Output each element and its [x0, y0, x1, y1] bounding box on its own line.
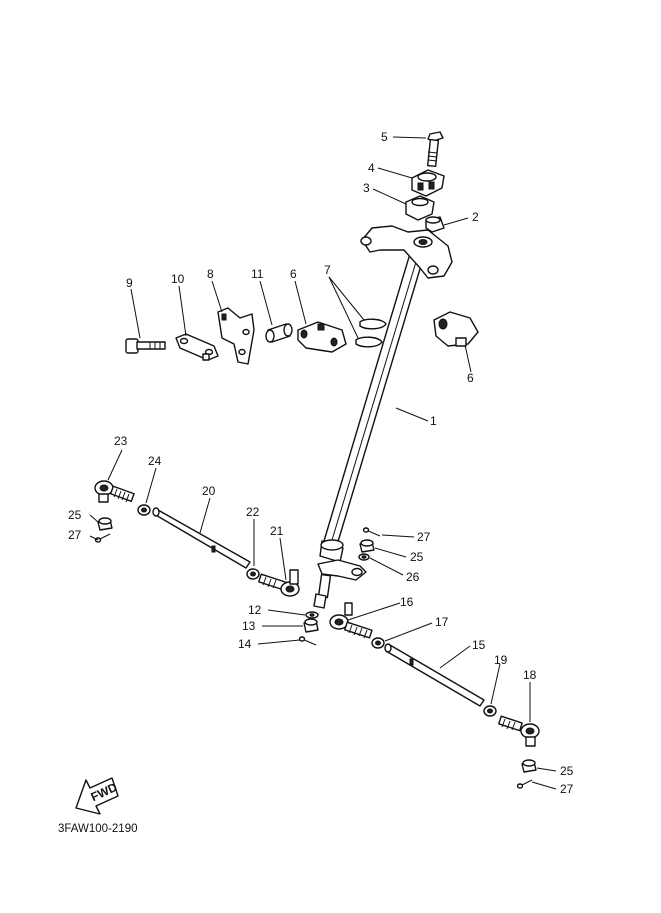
fwd-arrow-icon: FWD	[75, 777, 120, 815]
callout-13: 13	[242, 619, 256, 633]
bolt-5	[426, 131, 444, 168]
lock-plate-10	[175, 333, 219, 361]
callout-6-left: 6	[290, 267, 297, 281]
callout-25-left: 25	[68, 508, 82, 522]
callout-19: 19	[494, 653, 508, 667]
nut-22	[246, 568, 260, 580]
callout-15: 15	[472, 638, 486, 652]
callout-25-center: 25	[410, 550, 424, 564]
callout-27-center: 27	[417, 530, 431, 544]
tie-rod-20	[152, 507, 251, 569]
callout-21: 21	[270, 524, 284, 538]
nut-12	[305, 611, 319, 619]
cotter-pin-27-right	[516, 779, 533, 789]
callout-8: 8	[207, 267, 214, 281]
nut-17	[371, 637, 385, 649]
castle-nut-25-left	[97, 517, 113, 531]
tie-rod-end-18	[498, 715, 540, 747]
steering-shaft	[313, 225, 453, 609]
castle-nut-25-right	[521, 759, 537, 773]
callout-18: 18	[523, 668, 537, 682]
callout-10: 10	[171, 272, 185, 286]
callout-12: 12	[248, 603, 262, 617]
tie-rod-end-16	[329, 602, 373, 639]
leader-lines	[89, 136, 557, 790]
callout-7: 7	[324, 263, 331, 277]
callout-11: 11	[251, 267, 264, 281]
callout-4: 4	[368, 161, 375, 175]
washer-26	[358, 553, 370, 561]
castle-nut-13	[303, 618, 319, 633]
callout-27-right: 27	[560, 782, 574, 796]
tie-rod-end-23	[94, 480, 135, 503]
callout-27-left: 27	[68, 528, 82, 542]
clamp-3	[405, 195, 435, 221]
tie-rod-15	[384, 643, 485, 707]
bolt-9	[125, 338, 166, 354]
callout-9: 9	[126, 276, 133, 290]
figure-code: 3FAW100-2190	[58, 823, 137, 835]
callout-20: 20	[202, 484, 216, 498]
callout-5: 5	[381, 130, 388, 144]
callout-22: 22	[246, 505, 260, 519]
cotter-pin-27-center	[362, 527, 381, 537]
clamp-4	[411, 169, 445, 197]
bushing-2	[425, 216, 445, 233]
callout-6-right: 6	[467, 371, 474, 385]
callout-26: 26	[406, 570, 420, 584]
cotter-pin-27-left	[94, 533, 111, 543]
callout-labels: 5 4 3 2 1 6 9 10 8 11 6 7 23 24 20 25 27…	[68, 130, 574, 796]
callout-2: 2	[472, 210, 479, 224]
bracket-8	[217, 307, 255, 365]
nut-19	[483, 705, 497, 717]
callout-14: 14	[238, 637, 252, 651]
castle-nut-25-center	[359, 539, 375, 553]
tie-rod-end-21	[258, 569, 300, 597]
nut-24	[137, 504, 151, 516]
collar-11	[265, 323, 293, 343]
callout-25-right: 25	[560, 764, 574, 778]
callout-16: 16	[400, 595, 414, 609]
callout-24: 24	[148, 454, 162, 468]
callout-17: 17	[435, 615, 449, 629]
callout-3: 3	[363, 181, 370, 195]
circlips-7	[355, 318, 387, 348]
cotter-pin-14	[298, 636, 317, 646]
holder-6-left	[297, 321, 347, 353]
holder-6-right	[433, 311, 479, 347]
callout-23: 23	[114, 434, 128, 448]
callout-1: 1	[430, 414, 437, 428]
